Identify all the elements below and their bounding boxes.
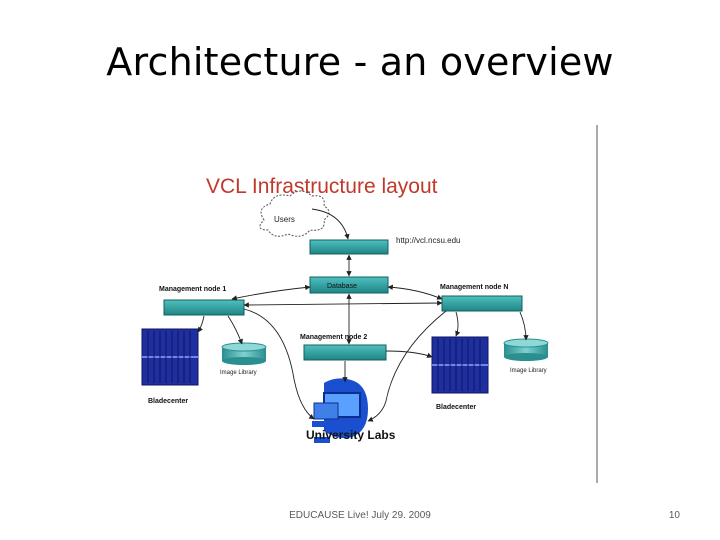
bladecenter-left-icon — [141, 328, 199, 386]
url-label: http://vcl.ncsu.edu — [396, 236, 460, 245]
mgmt-node-n — [441, 295, 523, 312]
users-cloud-icon — [259, 190, 330, 237]
database-label: Database — [327, 283, 357, 290]
image-library-right-icon — [503, 338, 549, 361]
web-server-node — [309, 239, 389, 255]
connection-lines — [197, 208, 529, 422]
bladecenter-right-icon — [431, 336, 489, 394]
mgmt-node-1 — [163, 299, 245, 316]
mgmt-node-n-label: Management node N — [440, 284, 508, 291]
users-label: Users — [274, 215, 295, 224]
diagram-title: VCL Infrastructure layout — [206, 175, 438, 198]
university-labs-computer-icon — [312, 378, 368, 443]
page-number: 10 — [668, 510, 680, 521]
university-labs-label: University Labs — [306, 428, 396, 442]
bladecenter-right-label: Bladecenter — [436, 404, 476, 411]
mgmt-node-2 — [303, 344, 387, 361]
vcl-infrastructure-diagram: VCL Infrastructure layout Users http://v… — [141, 125, 598, 483]
mgmt-node-2-label: Management node 2 — [300, 334, 367, 341]
bladecenter-left-label: Bladecenter — [148, 398, 188, 405]
image-library-right-label: Image Library — [510, 368, 547, 374]
footer-text: EDUCAUSE Live! July 29. 2009 — [289, 510, 431, 521]
mgmt-node-1-label: Management node 1 — [159, 286, 226, 293]
slide-title: Architecture - an overview — [106, 40, 614, 84]
image-library-left-icon — [221, 342, 267, 365]
image-library-left-label: Image Library — [220, 370, 257, 376]
